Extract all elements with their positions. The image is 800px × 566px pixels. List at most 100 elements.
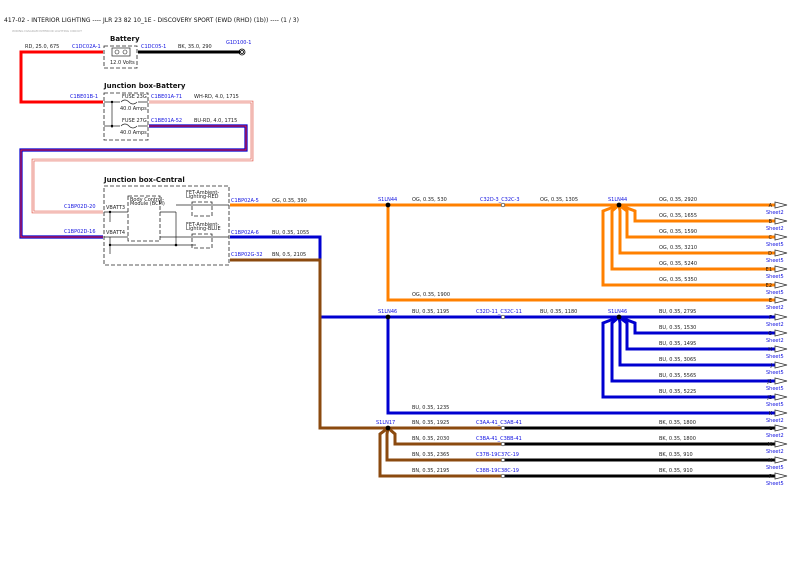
sheet-arrow-icon[interactable] xyxy=(774,440,788,448)
sheet-link[interactable]: Sheet2 xyxy=(766,433,784,439)
blue-direct-wire[interactable] xyxy=(386,317,775,415)
battery-out-connector[interactable]: C1DC05-1 xyxy=(141,44,166,50)
fuse-rating: 40.0 Amps xyxy=(120,106,147,112)
sheet-arrow-icon[interactable] xyxy=(774,217,788,225)
sheet-link[interactable]: Sheet5 xyxy=(766,402,784,408)
sheet-arrow-icon[interactable] xyxy=(774,313,788,321)
brown-branch-wire[interactable] xyxy=(387,426,503,446)
inline-connector-label[interactable]: C32D-3_C32C-3 xyxy=(480,197,520,203)
sheet-arrow-icon[interactable] xyxy=(774,409,788,417)
sheet-link[interactable]: Sheet5 xyxy=(766,242,784,248)
brown-branch-wire[interactable] xyxy=(378,426,503,478)
brown-branch-wire[interactable] xyxy=(385,427,503,462)
sheet-link[interactable]: Sheet2 xyxy=(766,418,784,424)
sheet-arrow-icon[interactable] xyxy=(774,393,788,401)
sheet-link[interactable]: Sheet2 xyxy=(766,449,784,455)
sheet-link[interactable]: Sheet5 xyxy=(766,274,784,280)
fuse-out-connector[interactable]: C1BE01A-71 xyxy=(151,94,182,100)
sheet-link[interactable]: Sheet2 xyxy=(766,338,784,344)
sheet-link[interactable]: Sheet2 xyxy=(766,322,784,328)
central-in-connector[interactable]: C1BP02D-20 xyxy=(64,204,96,210)
bu-rd-wire[interactable] xyxy=(19,124,248,239)
off-sheet-pin: N xyxy=(768,458,772,464)
splice-label[interactable]: S1LN46 xyxy=(378,309,397,315)
orange-branch-wire[interactable] xyxy=(617,204,775,255)
central-out-wire: OG, 0.35, 390 xyxy=(272,198,307,204)
sheet-arrow-icon[interactable] xyxy=(774,456,788,464)
sheet-link[interactable]: Sheet5 xyxy=(766,386,784,392)
wire-label: OG, 0.35, 530 xyxy=(412,197,447,203)
splice-label[interactable]: S1LN44 xyxy=(608,197,627,203)
blue-branch-wire[interactable] xyxy=(610,315,775,383)
blue-branch-wire[interactable] xyxy=(601,315,775,399)
ground-connector[interactable]: G1D100-1 xyxy=(226,40,251,46)
inline-connector-label[interactable]: C3AA-41_C3AB-41 xyxy=(476,420,522,426)
sheet-arrow-icon[interactable] xyxy=(774,424,788,432)
inline-connector-label[interactable]: C38B-19C38C-19 xyxy=(476,468,519,474)
junction-box-central[interactable]: Junction box-Central Body Control-Module… xyxy=(103,176,230,266)
inline-connector-label[interactable]: C37B-19C37C-19 xyxy=(476,452,519,458)
sheet-link[interactable]: Sheet5 xyxy=(766,354,784,360)
sheet-arrow-icon[interactable] xyxy=(774,377,788,385)
sheet-link[interactable]: Sheet2 xyxy=(766,210,784,216)
blue-branch-wire[interactable] xyxy=(617,316,775,367)
wire-label: BU, 0.35, 3065 xyxy=(659,357,696,363)
sheet-arrow-icon[interactable] xyxy=(774,345,788,353)
off-sheet-pin: J xyxy=(770,363,772,369)
off-sheet-pin: P xyxy=(769,474,772,480)
central-out-connector[interactable]: C1BP02A-6 xyxy=(231,230,259,236)
jbox-battery-in-connector[interactable]: C1BE01B-1 xyxy=(70,94,98,100)
fuse-out-wire: WH-RD, 4.0, 1715 xyxy=(194,94,239,100)
sheet-arrow-icon[interactable] xyxy=(774,329,788,337)
splice-label[interactable]: S1LN46 xyxy=(608,309,627,315)
sheet-link[interactable]: Sheet5 xyxy=(766,290,784,296)
wire-label: OG, 0.35, 1900 xyxy=(412,292,450,298)
central-out-wire: BU, 0.35, 1055 xyxy=(272,230,309,236)
splice-dot xyxy=(616,202,622,208)
sheet-link[interactable]: Sheet5 xyxy=(766,258,784,264)
inline-connector-label[interactable]: C32D-11_C32C-11 xyxy=(476,309,522,315)
wire-label: OG, 0.35, 3210 xyxy=(659,245,697,251)
junction-box-battery[interactable]: Junction box-Battery FUSE 23G 40.0 Amps … xyxy=(103,82,186,141)
sheet-link[interactable]: Sheet2 xyxy=(766,305,784,311)
splice-label[interactable]: S1LN17 xyxy=(376,420,395,426)
blue-branch-wire[interactable] xyxy=(618,315,775,335)
diagram-subtitle: WIRING DIAGRAM INTERIOR LIGHTING CIRCUIT xyxy=(12,29,82,33)
battery-positive-wire[interactable] xyxy=(19,50,103,104)
inline-connector-label[interactable]: C3BA-41_C3BB-41 xyxy=(476,436,522,442)
orange-branch-wire[interactable] xyxy=(610,203,775,271)
central-in-connector[interactable]: C1BP02D-16 xyxy=(64,229,96,235)
orange-branch-wire[interactable] xyxy=(618,203,775,223)
sheet-arrow-icon[interactable] xyxy=(774,472,788,480)
battery-in-connector[interactable]: C1DC02A-1 xyxy=(72,44,101,50)
splice-label[interactable]: S1LN44 xyxy=(378,197,397,203)
central-out-connector[interactable]: C1BP02A-5 xyxy=(231,198,259,204)
brown-main-wire[interactable] xyxy=(230,258,503,430)
fuse-out-connector[interactable]: C1BE01A-52 xyxy=(151,118,182,124)
battery[interactable]: Battery 12.0 Volts xyxy=(103,35,140,69)
blue-branch-wire[interactable] xyxy=(618,315,775,351)
inline-connector-icon xyxy=(500,425,506,431)
sheet-arrow-icon[interactable] xyxy=(774,265,788,273)
wire-label: BK, 0.35, 1800 xyxy=(659,420,696,426)
sheet-link[interactable]: Sheet5 xyxy=(766,370,784,376)
sheet-link[interactable]: Sheet2 xyxy=(766,226,784,232)
orange-branch-wire[interactable] xyxy=(601,203,775,287)
sheet-arrow-icon[interactable] xyxy=(774,296,788,304)
sheet-arrow-icon[interactable] xyxy=(774,201,788,209)
sheet-arrow-icon[interactable] xyxy=(774,233,788,241)
sheet-link[interactable]: Sheet5 xyxy=(766,481,784,487)
sheet-arrow-icon[interactable] xyxy=(774,281,788,289)
orange-direct-wire[interactable] xyxy=(386,205,775,302)
central-out-connector[interactable]: C1BP02G-32 xyxy=(231,252,263,258)
wire-label: BK, 0.35, 910 xyxy=(659,468,693,474)
fuse-icon xyxy=(120,123,138,128)
wire-label: BN, 0.35, 2365 xyxy=(412,452,449,458)
sheet-link[interactable]: Sheet5 xyxy=(766,465,784,471)
vbatt4-pin: VBATT4 xyxy=(106,230,125,236)
orange-branch-wire[interactable] xyxy=(618,203,775,239)
wire-label: OG, 0.35, 2920 xyxy=(659,197,697,203)
sheet-arrow-icon[interactable] xyxy=(774,361,788,369)
sheet-arrow-icon[interactable] xyxy=(774,249,788,257)
wh-rd-wire[interactable] xyxy=(31,100,254,214)
